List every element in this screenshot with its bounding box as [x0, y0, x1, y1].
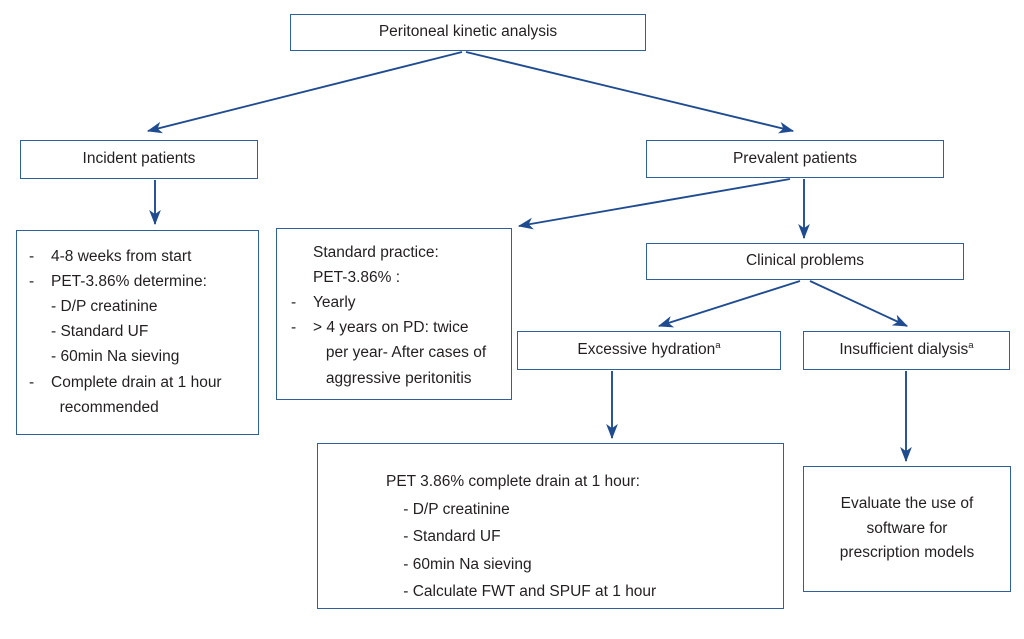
list-item-text: Yearly [313, 294, 356, 312]
list-item: - Standard UF [364, 523, 769, 551]
list-item-bullet [29, 319, 51, 344]
list-item-text: Complete drain at 1 hour [51, 373, 222, 391]
list-item: recommended [29, 395, 248, 420]
list-item: PET-3.86% : [291, 265, 499, 290]
node-peritoneal-kinetic-analysis[interactable]: Peritoneal kinetic analysis [290, 14, 646, 51]
list-item-text: recommended [51, 398, 159, 416]
pet-detail-list: PET 3.86% complete drain at 1 hour: - D/… [364, 468, 769, 606]
list-item-text: - D/P creatinine [386, 500, 510, 518]
node-clinical-problems[interactable]: Clinical problems [646, 243, 964, 280]
node-clinical-label: Clinical problems [745, 252, 864, 270]
node-root-label: Peritoneal kinetic analysis [378, 23, 558, 41]
list-item: -PET-3.86% determine: [29, 269, 248, 294]
list-item-text: - D/P creatinine [51, 298, 158, 316]
list-item-bullet [364, 523, 386, 551]
list-item-bullet [29, 344, 51, 369]
node-insufficient-dialysis[interactable]: Insufficient dialysisa [803, 331, 1010, 370]
node-pet-detail[interactable]: PET 3.86% complete drain at 1 hour: - D/… [317, 443, 784, 609]
edge-root-to-incident [146, 51, 463, 134]
list-item: - D/P creatinine [364, 496, 769, 524]
list-item-text: - 60min Na sieving [51, 348, 180, 366]
list-item-text: - Calculate FWT and SPUF at 1 hour [386, 583, 657, 601]
list-item-text: PET-3.86% determine: [51, 273, 207, 291]
node-incident-patients[interactable]: Incident patients [20, 140, 258, 179]
list-item: PET 3.86% complete drain at 1 hour: [364, 468, 769, 496]
list-item-bullet [29, 395, 51, 420]
list-item-bullet [364, 468, 386, 496]
list-item-text: - Standard UF [386, 528, 501, 546]
list-item: -Yearly [291, 290, 499, 315]
list-item: - 60min Na sieving [29, 344, 248, 369]
node-evaluate-label: Evaluate the use of software for prescri… [839, 494, 975, 562]
node-insufficient-dialysis-label: Insufficient dialysisa [829, 339, 983, 361]
list-item: - D/P creatinine [29, 294, 248, 319]
list-item: Standard practice: [291, 240, 499, 265]
list-item-bullet [291, 340, 313, 365]
list-item-text: Standard practice: [313, 244, 439, 261]
list-item-bullet: - [29, 248, 35, 265]
list-item-bullet [364, 496, 386, 524]
node-incident-label: Incident patients [82, 150, 196, 168]
list-item: -> 4 years on PD: twice [291, 315, 499, 340]
list-item-bullet: - [29, 273, 35, 291]
list-item-bullet [364, 551, 386, 579]
list-item-bullet [291, 265, 313, 290]
list-item-text: - Standard UF [51, 323, 149, 341]
list-item-bullet [291, 240, 313, 265]
list-item: aggressive peritonitis [291, 366, 499, 391]
list-item-bullet: - [291, 319, 297, 337]
edge-clinical-to-excessive [657, 280, 801, 328]
edge-clinical-to-insufficient [809, 280, 909, 327]
incident-details-list: -4-8 weeks from start-PET-3.86% determin… [29, 244, 248, 420]
footnote-marker-a: a [968, 340, 974, 352]
list-item: -Complete drain at 1 hour [29, 370, 248, 395]
list-item-text: PET 3.86% complete drain at 1 hour: [386, 473, 640, 490]
edge-prevalent-to-standard [517, 178, 791, 230]
list-item: -4-8 weeks from start [29, 244, 248, 269]
standard-practice-list: Standard practice:PET-3.86% :-Yearly-> 4… [291, 240, 499, 391]
list-item-text: > 4 years on PD: twice [313, 319, 469, 337]
node-prevalent-patients[interactable]: Prevalent patients [646, 140, 944, 178]
node-prevalent-label: Prevalent patients [732, 149, 858, 167]
list-item-bullet: - [291, 294, 297, 312]
list-item-bullet [291, 366, 313, 391]
list-item: - Calculate FWT and SPUF at 1 hour [364, 578, 769, 606]
list-item-text: - 60min Na sieving [386, 555, 532, 573]
node-excessive-hydration[interactable]: Excessive hydrationa [517, 331, 781, 370]
list-item-text: aggressive peritonitis [313, 369, 472, 387]
footnote-marker-a: a [715, 340, 721, 352]
node-standard-practice[interactable]: Standard practice:PET-3.86% :-Yearly-> 4… [276, 228, 512, 400]
node-evaluate-software[interactable]: Evaluate the use of software for prescri… [803, 466, 1011, 592]
edge-root-to-prevalent [465, 51, 795, 134]
list-item-bullet [29, 294, 51, 319]
list-item: - Standard UF [29, 319, 248, 344]
node-insufficient-dialysis-text: Insufficient dialysis [839, 341, 969, 359]
node-excessive-hydration-text: Excessive hydration [577, 341, 716, 359]
list-item: - 60min Na sieving [364, 551, 769, 579]
node-incident-details[interactable]: -4-8 weeks from start-PET-3.86% determin… [16, 230, 259, 435]
list-item-text: PET-3.86% : [313, 269, 401, 287]
node-excessive-hydration-label: Excessive hydrationa [567, 339, 730, 361]
list-item: per year- After cases of [291, 340, 499, 365]
list-item-bullet: - [29, 373, 35, 391]
list-item-text: per year- After cases of [313, 344, 487, 362]
list-item-bullet [364, 578, 386, 606]
list-item-text: 4-8 weeks from start [51, 248, 192, 265]
